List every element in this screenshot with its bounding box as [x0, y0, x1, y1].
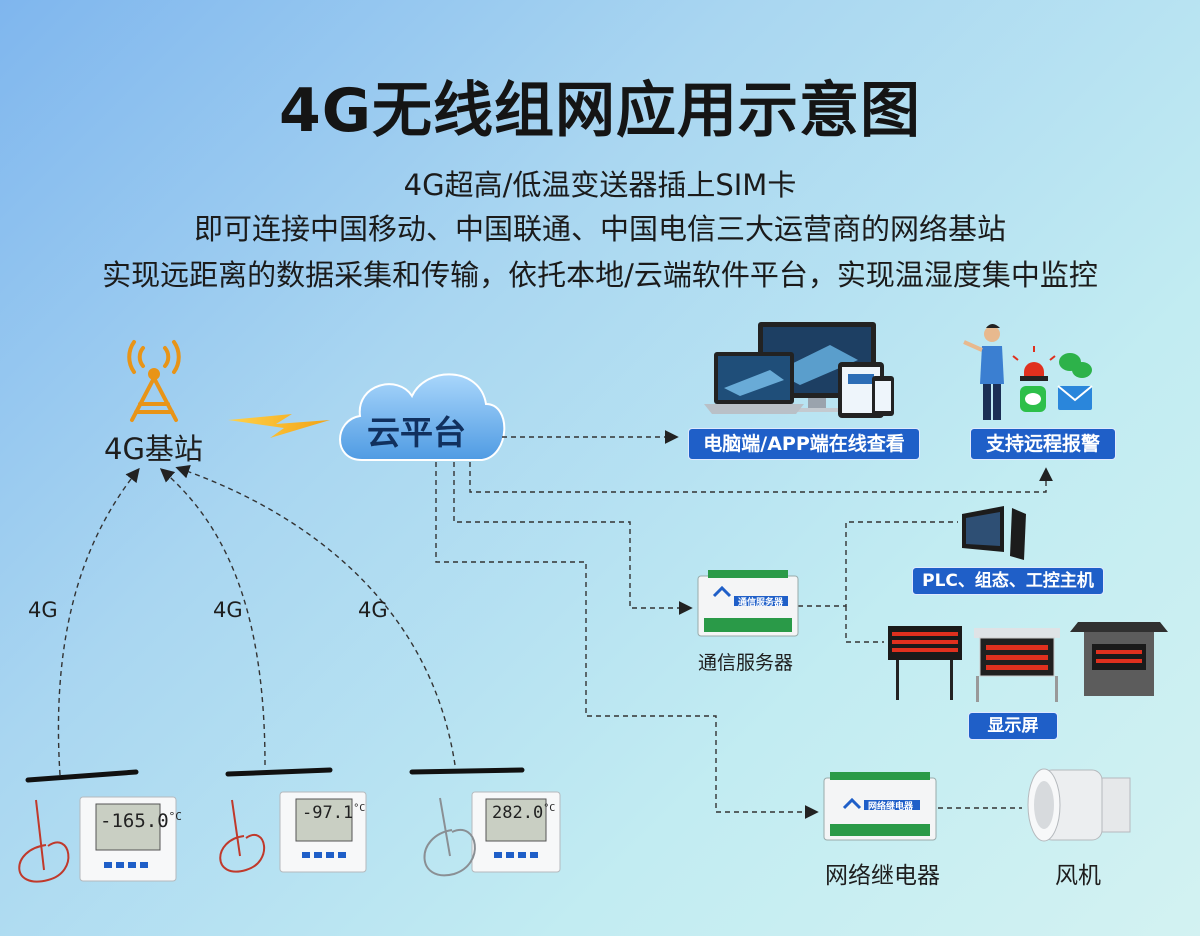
wireless-links [57, 465, 456, 776]
subtitle-line-1: 4G超高/低温变送器插上SIM卡 [403, 168, 797, 202]
sensor-1 [18, 769, 177, 883]
display-screen-tag: 显示屏 [968, 712, 1058, 740]
plc-monitor-icon [962, 506, 1026, 560]
link-label-4g-2: 4G [213, 598, 243, 622]
communication-server-label: 通信服务器 [698, 652, 794, 674]
fan-label: 风机 [1055, 863, 1101, 889]
alarm-devices-icon [963, 324, 1093, 420]
cloud-icon [339, 373, 506, 461]
subtitle-line-2: 即可连接中国移动、中国联通、中国电信三大运营商的网络基站 [193, 212, 1006, 246]
link-label-4g-3: 4G [358, 598, 388, 622]
sensor-3-reading: 282.0°C [492, 803, 556, 823]
cell-tower-icon [127, 340, 181, 422]
sensor-1-reading: -165.0°C [100, 810, 182, 832]
network-relay-icon [823, 772, 937, 841]
link-label-4g-1: 4G [28, 598, 58, 622]
base-station-label: 4G基站 [104, 432, 203, 466]
sensor-2 [219, 767, 367, 873]
network-relay-label: 网络继电器 [825, 863, 940, 889]
server-brand-label: 通信服务器 [738, 598, 784, 608]
lightning-icon [228, 414, 330, 438]
sensor-3 [409, 767, 561, 877]
communication-server-icon [697, 570, 799, 637]
remote-alarm-tag: 支持远程报警 [970, 428, 1116, 460]
pc-app-tag: 电脑端/APP端在线查看 [688, 428, 920, 460]
cloud-label: 云平台 [367, 413, 466, 452]
sensor-2-reading: -97.1°C [302, 803, 366, 823]
plc-tag: PLC、组态、工控主机 [912, 567, 1104, 595]
pc-app-devices-icon [704, 322, 894, 418]
page-title: 4G无线组网应用示意图 [279, 76, 921, 146]
relay-brand-label: 网络继电器 [868, 802, 914, 812]
led-display-icon [888, 622, 1168, 702]
fan-icon [1027, 768, 1131, 842]
cloud-connectors [435, 430, 1053, 819]
subtitle-line-3: 实现远距离的数据采集和传输，依托本地/云端软件平台，实现温湿度集中监控 [102, 258, 1098, 292]
